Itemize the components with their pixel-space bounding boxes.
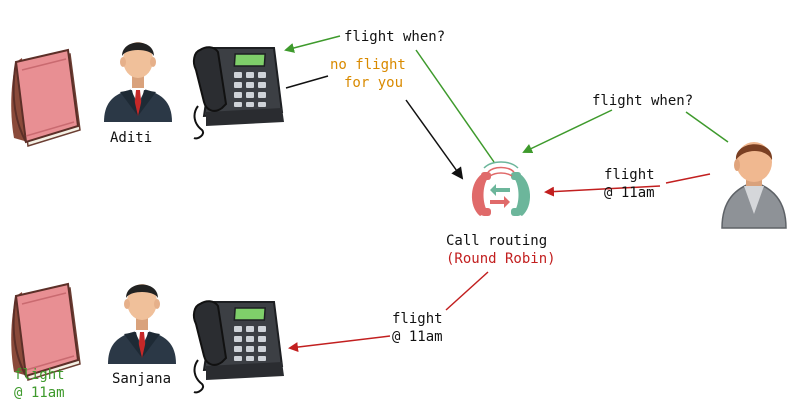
- question-to-aditi: flight when?: [344, 29, 446, 45]
- reply-to-caller-line-1: flight: [604, 167, 655, 183]
- person-icon: [104, 42, 172, 122]
- router-label: Call routing: [446, 233, 548, 249]
- reply-to-caller-line-2: @ 11am: [604, 185, 655, 201]
- book-icon: [10, 49, 81, 147]
- telephone-icon: [192, 46, 285, 140]
- aditi-reply-line-1: no flight: [330, 57, 406, 73]
- connector-arrows: [284, 35, 729, 353]
- telephone-icon: [192, 300, 285, 394]
- agent-name-aditi: Aditi: [110, 130, 153, 146]
- book-note-line-1: flight: [14, 367, 65, 383]
- caller-question: flight when?: [592, 93, 694, 109]
- person-icon: [108, 284, 176, 364]
- router-strategy: (Round Robin): [446, 251, 556, 267]
- book-note-line-2: @ 11am: [14, 385, 65, 401]
- agent-name-sanjana: Sanjana: [112, 371, 172, 387]
- aditi-reply-line-2: for you: [344, 75, 404, 91]
- call-routing-icon: [471, 161, 531, 216]
- reply-to-sanjana-line-2: @ 11am: [392, 329, 443, 345]
- caller-icon: [721, 142, 787, 229]
- reply-to-sanjana-line-1: flight: [392, 311, 443, 327]
